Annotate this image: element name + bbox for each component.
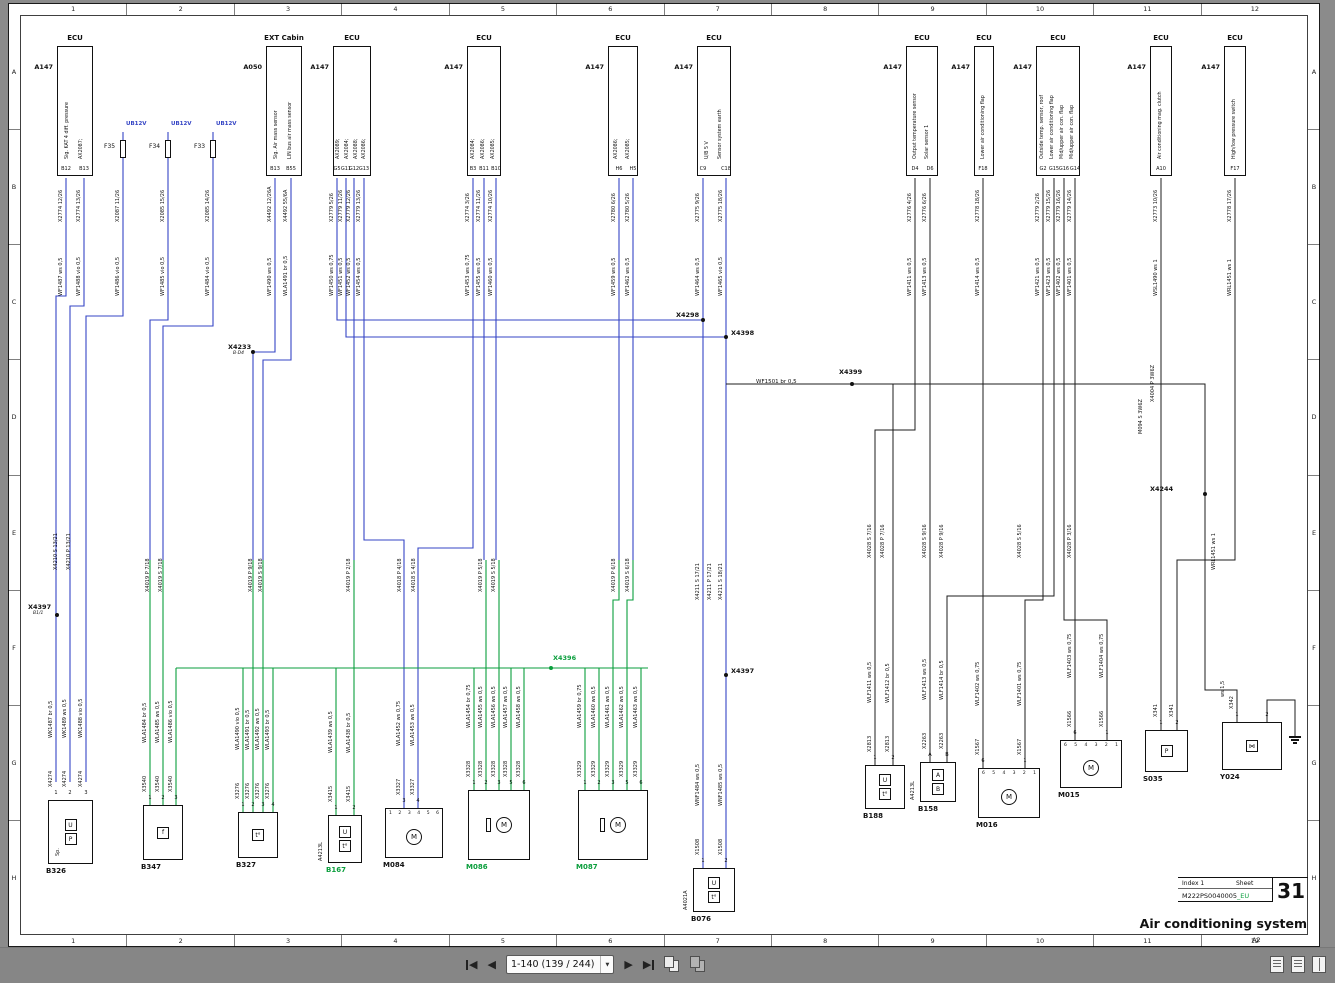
- page-front-shape: [664, 956, 675, 968]
- toolbar-center-group: ◀ ◀ 1-140 (139 / 244) ▼ ▶ ▶: [466, 955, 706, 974]
- duplicate-page-icon[interactable]: [664, 956, 680, 973]
- grid-row-label: H: [11, 873, 17, 882]
- grid-col-label: 12: [1250, 937, 1259, 945]
- grid-row-label: G: [1308, 706, 1320, 821]
- grid-row-label: E: [1308, 476, 1320, 591]
- grid-col-label: 10: [987, 935, 1095, 947]
- outline-panel-icon[interactable]: [1291, 956, 1305, 973]
- dropdown-caret-icon: ▼: [600, 956, 609, 973]
- grid-row-label: A: [8, 15, 20, 131]
- grid-col-label: 3: [235, 935, 343, 947]
- grid-col-label: 4: [342, 3, 450, 15]
- grid-col-label: 9: [879, 3, 987, 15]
- copy-page-icon[interactable]: [690, 956, 706, 973]
- grid-row-label: D: [1308, 360, 1320, 476]
- grid-col-label: 11: [1094, 3, 1202, 15]
- thumbnail-panel-icon[interactable]: [1270, 956, 1284, 973]
- grid-row-label: F: [1308, 591, 1320, 706]
- page-front-shape: [690, 956, 701, 968]
- doc-suffix: _EU: [1237, 892, 1250, 900]
- next-page-button[interactable]: ▶: [624, 959, 632, 970]
- sheet-inner-frame: [20, 15, 1308, 935]
- grid-col-label: 11: [1094, 935, 1202, 947]
- grid-col-label: 8: [772, 3, 880, 15]
- sheet-page-number: 31: [1277, 879, 1305, 903]
- first-page-button[interactable]: ◀: [466, 959, 477, 970]
- title-block-row1: Index 1 Sheet: [1178, 878, 1272, 889]
- grid-col-label: 6: [557, 935, 665, 947]
- prev-page-icon: ◀: [487, 958, 496, 971]
- paper-format-label: A2: [1252, 936, 1261, 944]
- grid-col-label: 2: [127, 3, 235, 15]
- toolbar-right-group: [1270, 956, 1326, 973]
- sheet-label: Sheet: [1236, 880, 1254, 887]
- grid-col-label: 4: [342, 935, 450, 947]
- grid-col-label: 1: [20, 3, 128, 15]
- title-block: Index 1 Sheet M222PS0040005_EU 31 Air co…: [1140, 877, 1308, 935]
- grid-col-label: 12: [1250, 5, 1259, 13]
- grid-col-label: 3: [235, 3, 343, 15]
- two-page-view-icon[interactable]: [1312, 956, 1326, 973]
- grid-row-label: H: [1311, 873, 1317, 882]
- grid-col-label: 10: [987, 3, 1095, 15]
- grid-row-label: G: [8, 706, 20, 821]
- last-page-bar: [652, 959, 655, 970]
- first-page-icon: ◀: [469, 958, 478, 971]
- page-range-dropdown[interactable]: 1-140 (139 / 244) ▼: [505, 955, 615, 974]
- grid-row-label: F: [8, 591, 20, 706]
- grid-col-label: 7: [665, 935, 772, 947]
- sheet-title: Air conditioning system: [1139, 916, 1307, 931]
- next-page-icon: ▶: [624, 958, 633, 971]
- grid-col-label: 5: [450, 935, 558, 947]
- grid-row-label: C: [8, 245, 20, 361]
- grid-row-label: A: [1308, 15, 1320, 131]
- grid-col-label: 1: [20, 935, 128, 947]
- doc-number: M222PS0040005_EU: [1178, 889, 1272, 902]
- first-page-bar: [466, 959, 468, 970]
- title-block-divider: [1272, 878, 1273, 902]
- index-label: Index 1: [1182, 880, 1205, 887]
- grid-row-label: E: [8, 476, 20, 591]
- page-range-value: 1-140 (139 / 244): [510, 959, 595, 970]
- viewer-toolbar: ◀ ◀ 1-140 (139 / 244) ▼ ▶ ▶: [0, 947, 1335, 983]
- grid-row-label: B: [1308, 130, 1320, 246]
- grid-col-label: 2: [127, 935, 235, 947]
- grid-col-label: 6: [557, 3, 665, 15]
- grid-row-label: D: [8, 360, 20, 476]
- grid-col-label: 7: [665, 3, 772, 15]
- grid-row-label: C: [1308, 245, 1320, 361]
- doc-number-text: M222PS0040005: [1182, 892, 1238, 900]
- grid-col-label: 8: [772, 935, 880, 947]
- grid-col-label: 5: [450, 3, 558, 15]
- grid-col-label: 9: [879, 935, 987, 947]
- last-page-icon: ▶: [642, 958, 652, 971]
- grid-row-label: B: [8, 130, 20, 246]
- prev-page-button[interactable]: ◀: [487, 959, 495, 970]
- last-page-button[interactable]: ▶: [642, 958, 655, 971]
